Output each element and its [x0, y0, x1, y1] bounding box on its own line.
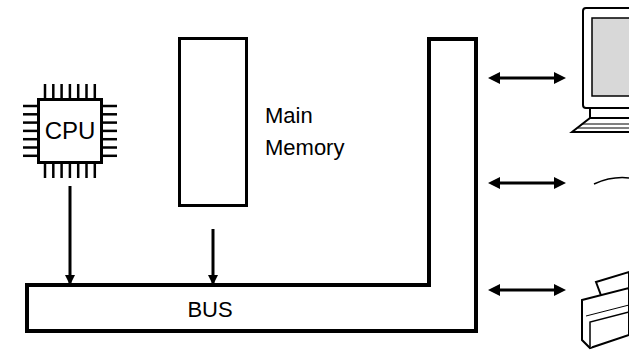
memory-module: Main Memory	[178, 37, 248, 207]
bus-arrow	[212, 229, 215, 283]
cable	[594, 178, 629, 184]
device-arrows	[498, 78, 556, 290]
cpu-chip: CPU	[37, 98, 103, 164]
node-label: BUS	[187, 297, 232, 323]
node-label: CPU	[45, 117, 96, 145]
bus-outline	[25, 37, 478, 333]
bus-band: BUS	[25, 37, 478, 333]
bus-arrow	[69, 186, 72, 283]
computer-icon	[572, 8, 629, 132]
printer-icon	[582, 272, 629, 348]
cpu-pins	[23, 84, 117, 178]
node-label: Main Memory	[265, 100, 365, 164]
